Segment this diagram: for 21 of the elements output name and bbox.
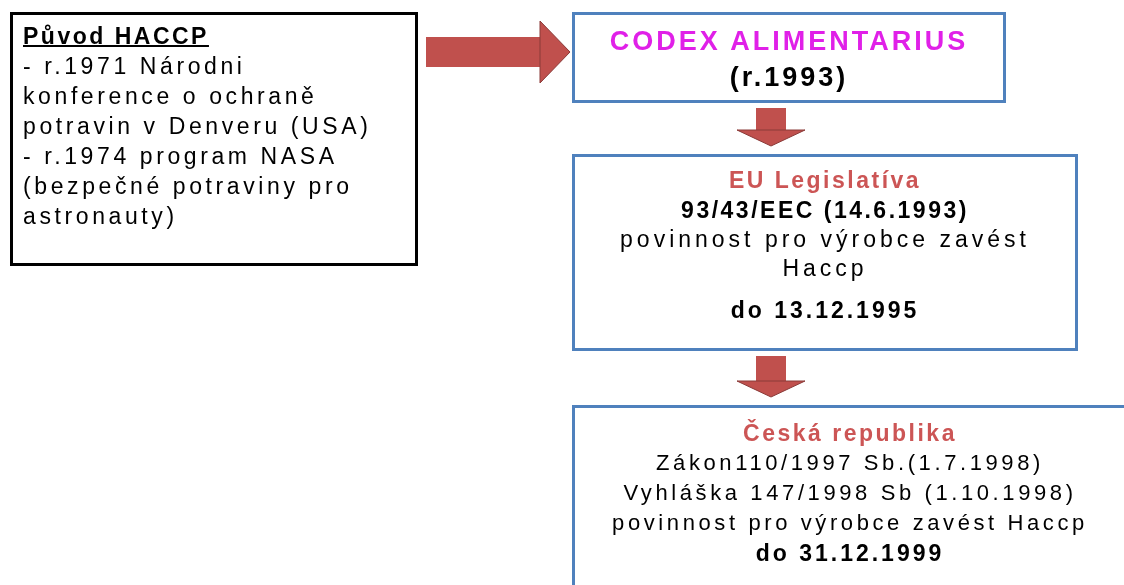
heading: Česká republika — [743, 418, 957, 448]
text-line: do 31.12.1999 — [755, 539, 945, 568]
text-line: Vyhláška 147/1998 Sb (1.10.1998) — [623, 479, 1077, 507]
text-box — [572, 12, 1006, 103]
block-arrow — [426, 20, 571, 84]
text-line: Zákon110/1997 Sb.(1.7.1998) — [656, 449, 1044, 477]
heading: EU Legislatíva — [728, 166, 922, 195]
block-arrow — [736, 356, 806, 398]
block-arrow — [736, 108, 806, 147]
heading: CODEX ALIMENTARIUS — [609, 25, 969, 58]
text-line: (r.1993) — [729, 61, 849, 94]
text-line: - r.1971 Národni konference o ochraně potravin v Denveru (USA) — [23, 52, 373, 141]
text-line: 93/43/EEC (14.6.1993) — [681, 196, 969, 225]
text-box — [572, 154, 1078, 351]
text-line: - r.1974 program NASA (bezpečné potraviny pro astronauty) — [23, 142, 354, 231]
text-line: do 13.12.1995 — [730, 296, 920, 325]
text-box — [10, 12, 418, 266]
text-line: povinnost pro výrobce zavést Haccp — [619, 225, 1031, 283]
heading: Původ HACCP — [23, 22, 209, 51]
text-line: povinnost pro výrobce zavést Haccp — [612, 509, 1088, 537]
text-box — [572, 405, 1124, 585]
